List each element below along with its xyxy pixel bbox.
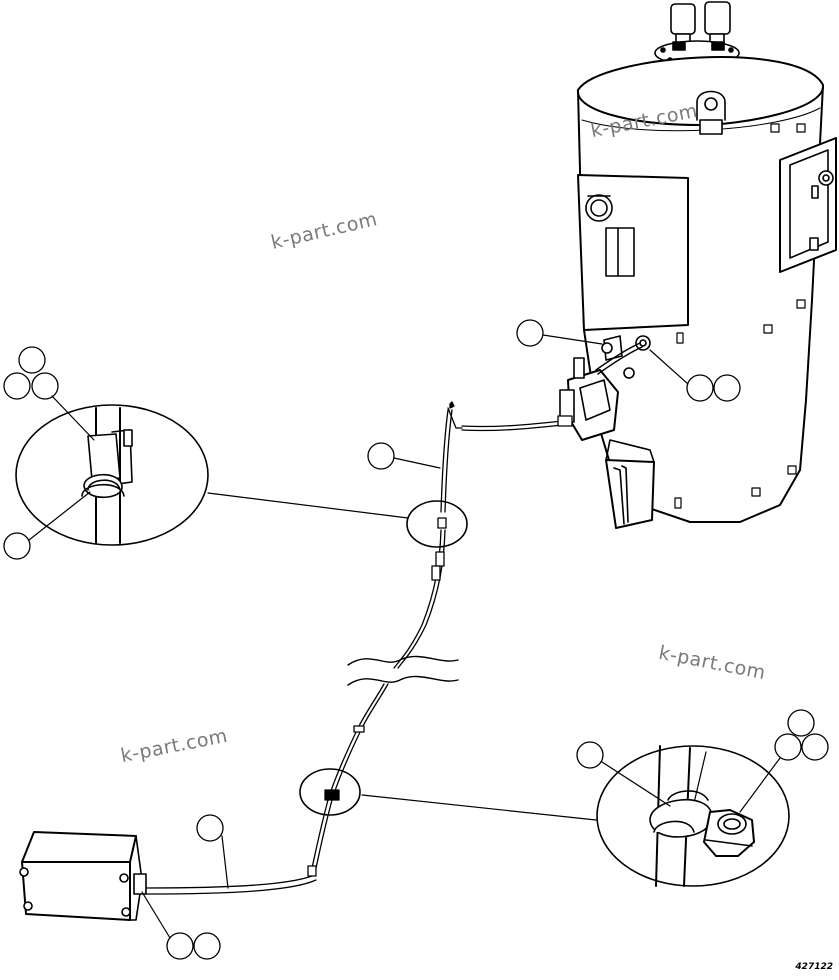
lifting-eye [696,90,726,135]
tank-body [577,84,824,523]
detail-view-left [15,404,409,546]
hydraulic-tank [559,1,837,529]
lower-bracket [605,439,655,529]
callout-leaders [28,334,781,939]
sight-panel [577,174,689,331]
detail-view-right [361,745,790,887]
tank-top-caps [654,1,740,66]
figure-number: 427122 [795,962,833,972]
tank-bolt-blocks [674,123,806,509]
detail-marker-lower [299,768,361,816]
callout-balloons [3,319,829,960]
side-mount-bracket [779,137,837,273]
tank-top [576,56,825,126]
tank-fittings [601,335,651,379]
sensor-assembly [559,342,643,441]
detail-marker-upper [406,500,468,548]
control-box [19,831,147,921]
